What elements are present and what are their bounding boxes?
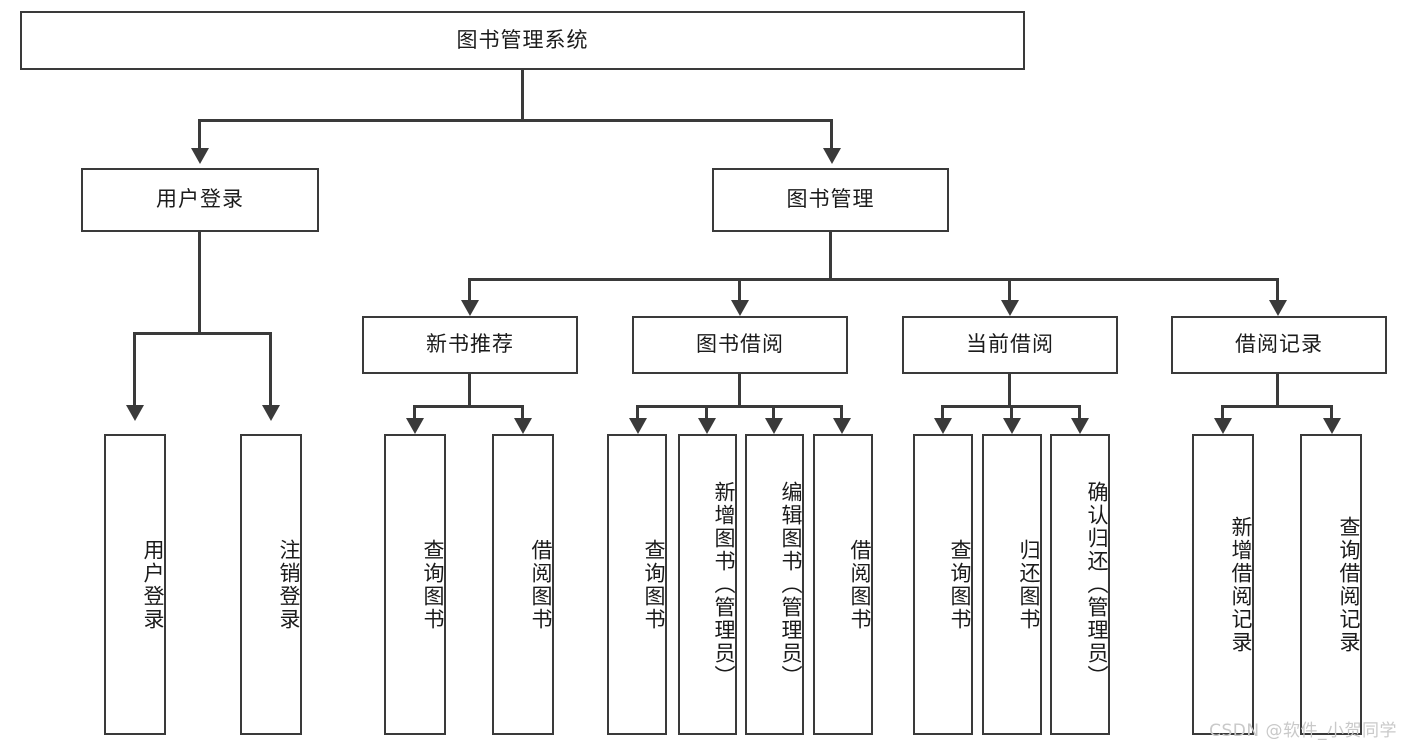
- leaf-new-book-recommend-1[interactable]: 借阅图书: [492, 434, 554, 735]
- leaf-current-borrow-0[interactable]: 查询图书: [913, 434, 973, 735]
- arrow-br-branch-1: [1322, 418, 1341, 434]
- edge-cb-branch-2: [1078, 405, 1081, 419]
- arrow-br-branch-0: [1213, 418, 1232, 434]
- arrow-cb-branch-0: [933, 418, 952, 434]
- arrow-root-to-user-login: [190, 148, 209, 164]
- leaf-book-borrow-3[interactable]: 借阅图书: [813, 434, 873, 735]
- edge-bm-branch-0: [468, 278, 471, 301]
- edge-br-stem: [1276, 374, 1279, 407]
- leaf-current-borrow-2[interactable]: 确认归还（管理员）: [1050, 434, 1110, 735]
- node-user-login[interactable]: 用户登录: [81, 168, 319, 232]
- leaf-user-login-0[interactable]: 用户登录: [104, 434, 166, 735]
- edge-bb-branch-3: [840, 405, 843, 419]
- edge-bm-branch-2: [1008, 278, 1011, 301]
- edge-bb-stem: [738, 374, 741, 407]
- edge-bb-branch-0: [636, 405, 639, 419]
- node-borrow-record[interactable]: 借阅记录: [1171, 316, 1387, 374]
- leaf-current-borrow-1[interactable]: 归还图书: [982, 434, 1042, 735]
- leaf-borrow-record-0[interactable]: 新增借阅记录: [1192, 434, 1254, 735]
- leaf-book-borrow-1[interactable]: 新增图书（管理员）: [678, 434, 737, 735]
- edge-user-login-stem: [198, 232, 201, 334]
- edge-book-management-bus: [468, 278, 1279, 281]
- edge-bm-branch-3: [1276, 278, 1279, 301]
- arrow-bb-branch-1: [697, 418, 716, 434]
- edge-br-branch-1: [1330, 405, 1333, 419]
- edge-bb-bus: [636, 405, 843, 408]
- arrow-bb-branch-2: [764, 418, 783, 434]
- arrow-nbr-branch-1: [513, 418, 532, 434]
- edge-user-login-branch-0: [133, 332, 136, 406]
- arrow-bm-branch-0: [460, 300, 479, 316]
- node-root-book-management-system[interactable]: 图书管理系统: [20, 11, 1025, 70]
- arrow-cb-branch-2: [1070, 418, 1089, 434]
- edge-bb-branch-2: [772, 405, 775, 419]
- edge-cb-branch-1: [1010, 405, 1013, 419]
- edge-book-management-stem: [829, 232, 832, 280]
- csdn-watermark: CSDN @软件_小贺同学: [1209, 721, 1397, 741]
- edge-nbr-branch-0: [413, 405, 416, 419]
- arrow-user-login-branch-1: [261, 405, 280, 421]
- edge-nbr-bus: [413, 405, 524, 408]
- edge-nbr-branch-1: [521, 405, 524, 419]
- arrow-root-to-book-management: [822, 148, 841, 164]
- leaf-book-borrow-2[interactable]: 编辑图书（管理员）: [745, 434, 804, 735]
- arrow-bm-branch-3: [1268, 300, 1287, 316]
- leaf-borrow-record-1[interactable]: 查询借阅记录: [1300, 434, 1362, 735]
- leaf-book-borrow-0[interactable]: 查询图书: [607, 434, 667, 735]
- arrow-bb-branch-0: [628, 418, 647, 434]
- edge-bm-branch-1: [738, 278, 741, 301]
- edge-nbr-stem: [468, 374, 471, 407]
- node-book-management[interactable]: 图书管理: [712, 168, 949, 232]
- node-current-borrow[interactable]: 当前借阅: [902, 316, 1118, 374]
- edge-user-login-branch-1: [269, 332, 272, 406]
- edge-root-to-user-login: [198, 119, 201, 149]
- arrow-nbr-branch-0: [405, 418, 424, 434]
- node-book-borrow[interactable]: 图书借阅: [632, 316, 848, 374]
- arrow-bm-branch-2: [1000, 300, 1019, 316]
- edge-cb-branch-0: [941, 405, 944, 419]
- arrow-cb-branch-1: [1002, 418, 1021, 434]
- leaf-user-login-1[interactable]: 注销登录: [240, 434, 302, 735]
- edge-bb-branch-1: [705, 405, 708, 419]
- edge-root-to-book-management: [830, 119, 833, 149]
- edge-br-bus: [1221, 405, 1333, 408]
- edge-user-login-bus: [133, 332, 272, 335]
- arrow-bb-branch-3: [832, 418, 851, 434]
- edge-root-bus: [198, 119, 833, 122]
- leaf-new-book-recommend-0[interactable]: 查询图书: [384, 434, 446, 735]
- node-new-book-recommend[interactable]: 新书推荐: [362, 316, 578, 374]
- arrow-bm-branch-1: [730, 300, 749, 316]
- arrow-user-login-branch-0: [125, 405, 144, 421]
- edge-cb-stem: [1008, 374, 1011, 407]
- edge-br-branch-0: [1221, 405, 1224, 419]
- edge-root-stem: [521, 70, 524, 121]
